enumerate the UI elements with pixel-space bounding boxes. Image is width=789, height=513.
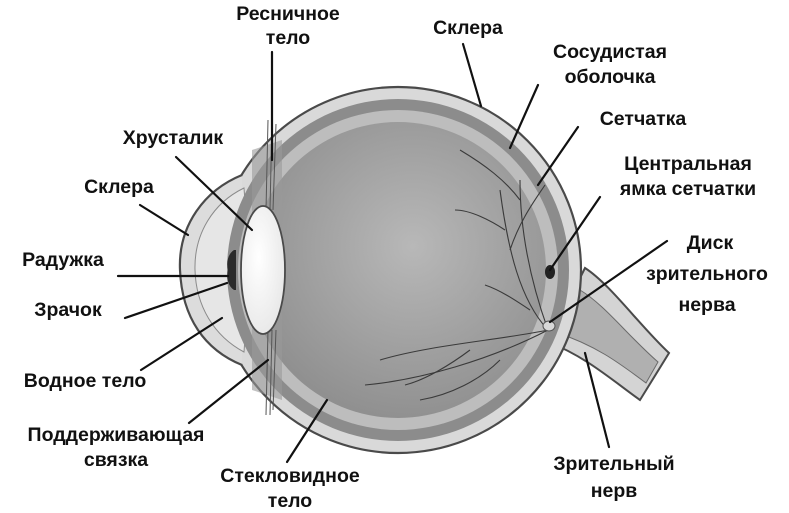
label-ciliary-body-line2: тело — [266, 27, 311, 49]
label-aqueous-humor: Водное тело — [24, 370, 147, 392]
optic-disc — [542, 320, 556, 332]
retinal-vessels — [364, 149, 549, 401]
label-zonule-line2: связка — [84, 449, 148, 471]
vitreous-chamber — [250, 122, 546, 418]
label-zonule-line1: Поддерживающая — [28, 424, 205, 446]
label-vitreous-line2: тело — [268, 490, 313, 512]
label-iris: Радужка — [22, 249, 104, 271]
label-retina: Сетчатка — [600, 108, 687, 130]
label-sclera-top: Склера — [433, 17, 503, 39]
label-pupil: Зрачок — [34, 299, 102, 321]
label-choroid-line1: Сосудистая — [553, 41, 667, 63]
iris — [227, 250, 236, 290]
label-vitreous-line1: Стекловидное — [220, 465, 360, 487]
label-optic-nerve-line2: нерв — [591, 480, 638, 502]
label-optic-disc-line3: нерва — [678, 294, 735, 316]
leader-lines — [116, 42, 669, 464]
label-fovea-line2: ямка сетчатки — [619, 178, 756, 200]
label-ciliary-body-line1: Ресничное — [236, 3, 340, 25]
label-lens: Хрусталик — [123, 127, 224, 149]
label-choroid-line2: оболочка — [565, 66, 656, 88]
lens — [240, 205, 286, 335]
label-optic-nerve-line1: Зрительный — [553, 453, 674, 475]
ciliary-fibres — [265, 119, 277, 416]
label-fovea-line1: Центральная — [624, 153, 752, 175]
label-optic-disc-line1: Диск — [687, 232, 734, 254]
label-sclera-left: Склера — [84, 176, 154, 198]
label-optic-disc-line2: зрительного — [646, 263, 768, 285]
fovea — [545, 265, 555, 279]
